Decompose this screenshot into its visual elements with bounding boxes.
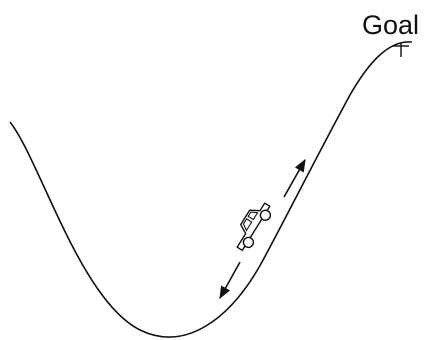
goal-label: Goal <box>362 10 419 40</box>
arrow-down-left-icon <box>220 262 240 298</box>
arrow-up-right-icon <box>284 160 305 197</box>
car-icon <box>230 198 275 253</box>
hill-curve <box>10 42 412 337</box>
